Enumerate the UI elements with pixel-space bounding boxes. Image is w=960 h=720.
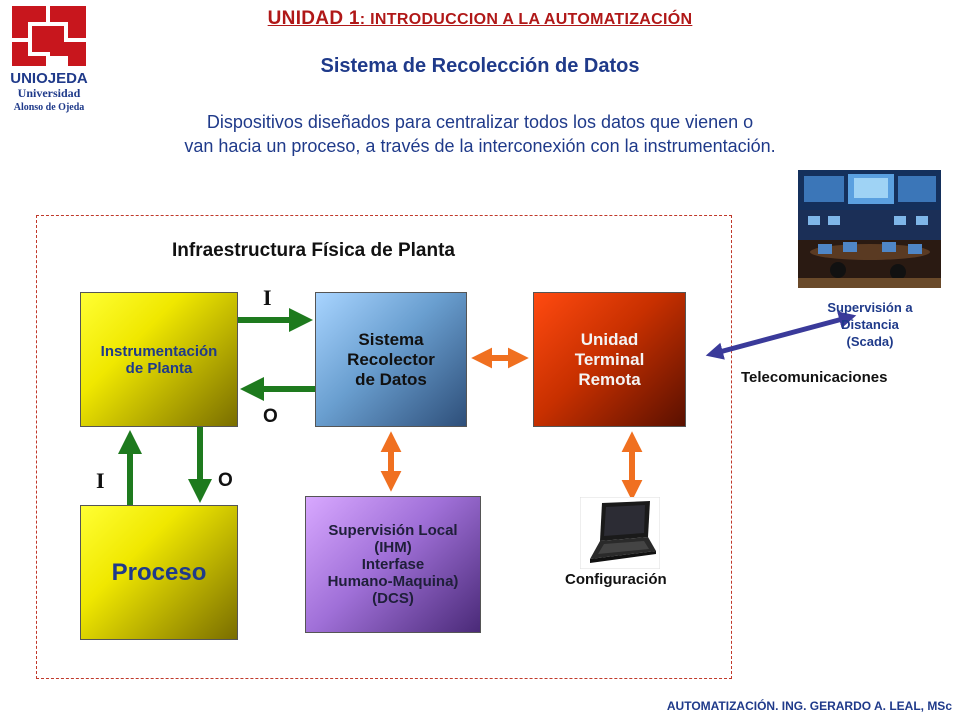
slide-subtitle: Sistema de Recolección de Datos <box>320 55 640 77</box>
proceso-label: Proceso <box>111 558 207 586</box>
infrastructure-label: Infraestructura Física de Planta <box>172 240 455 261</box>
slide-title: UNIDAD 1: INTRODUCCION A LA AUTOMATIZACI… <box>200 8 760 30</box>
instr-line-2: de Planta <box>125 359 193 377</box>
control-room-image <box>798 170 941 288</box>
laptop-icon <box>579 496 661 570</box>
input-label-top: I <box>263 285 272 310</box>
unidad-line-3: Remota <box>578 369 641 389</box>
title-rest: : INTRODUCCION A LA AUTOMATIZACIÓN <box>359 11 693 28</box>
description-line-1: Dispositivos diseñados para centralizar … <box>206 112 754 132</box>
superv-line-4: Humano-Maquina) <box>327 573 459 590</box>
scada-line-1: Supervisión a <box>827 300 913 315</box>
output-label-left: O <box>218 470 233 491</box>
scada-line-3: (Scada) <box>846 334 894 349</box>
uniojeda-logo: UNIOJEDA Universidad Alonso de Ojeda <box>10 4 88 116</box>
logo-name: UNIOJEDA <box>10 70 88 87</box>
logo-line3: Alonso de Ojeda <box>14 102 85 113</box>
sistema-line-1: Sistema <box>358 329 424 349</box>
superv-line-2: (IHM) <box>374 539 412 556</box>
input-label-left: I <box>96 468 105 493</box>
description-line-2: van hacia un proceso, a través de la int… <box>184 136 776 156</box>
telecomunicaciones-label: Telecomunicaciones <box>741 369 888 386</box>
unidad-line-2: Terminal <box>574 349 645 369</box>
logo-line2: Universidad <box>18 86 81 100</box>
sistema-line-2: Recolector <box>347 349 435 369</box>
unidad-line-1: Unidad <box>580 329 639 349</box>
output-label-top: O <box>263 406 278 427</box>
footer-credit: AUTOMATIZACIÓN. ING. GERARDO A. LEAL, MS… <box>666 699 952 713</box>
superv-line-1: Supervisión Local <box>328 522 458 539</box>
scada-label: Supervisión a Distancia (Scada) <box>810 299 930 350</box>
sistema-line-3: de Datos <box>355 369 427 389</box>
superv-line-3: Interfase <box>361 556 425 573</box>
proceso-box: Proceso <box>80 505 238 640</box>
superv-line-5: (DCS) <box>372 590 414 607</box>
scada-line-2: Distancia <box>841 317 899 332</box>
plant-infrastructure-boundary <box>36 215 732 679</box>
title-prefix: UNIDAD 1 <box>267 8 360 29</box>
instr-line-1: Instrumentación <box>100 342 218 360</box>
configuracion-label: Configuración <box>565 571 667 588</box>
